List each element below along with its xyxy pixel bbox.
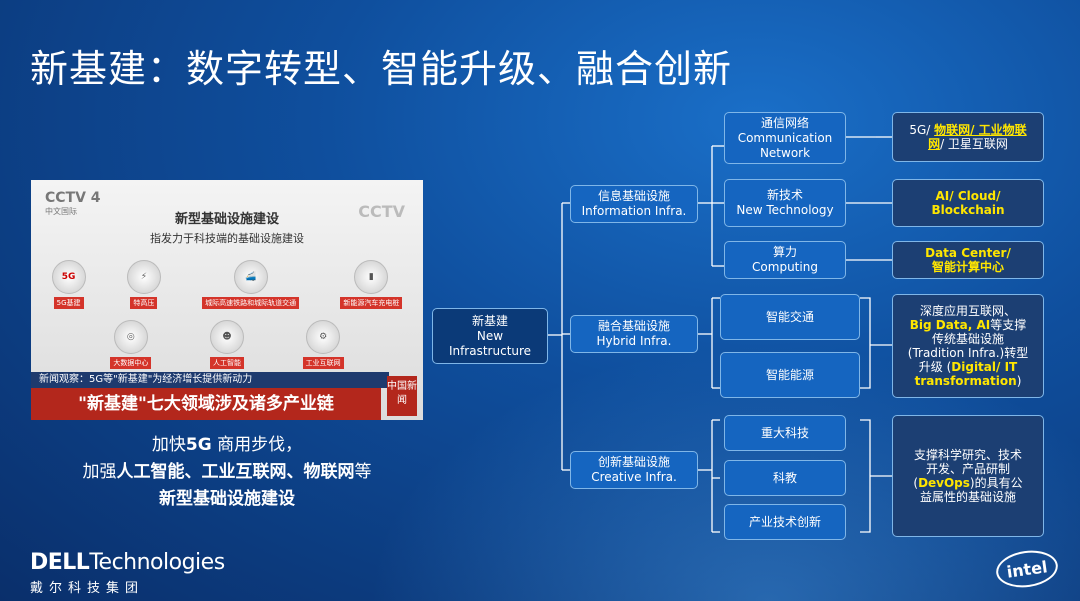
china-news-logo: 中国新闻 bbox=[387, 376, 417, 416]
news-ticker-small: 新闻观察：5G等"新基建"为经济增长提供新动力 bbox=[31, 372, 389, 388]
video-heading: 新型基础设施建设 bbox=[174, 212, 279, 227]
node-science-education: 科教 bbox=[724, 460, 846, 496]
video-caption: 加快5G 商用步伐， 加强人工智能、工业互联网、物联网等 新型基础设施建设 bbox=[82, 435, 372, 509]
node-industrial-innovation: 产业技术创新 bbox=[724, 504, 846, 540]
detail-computing: Data Center/ 智能计算中心 bbox=[892, 241, 1044, 279]
node-smart-transportation: 智能交通 bbox=[720, 294, 860, 340]
cctv-watermark: CCTV bbox=[358, 202, 405, 221]
detail-creative: 支撑科学研究、技术 开发、产品研制 (DevOps)的具有公 益属性的基础设施 bbox=[892, 415, 1044, 537]
news-ticker-large: "新基建"七大领域涉及诸多产业链 bbox=[31, 388, 381, 420]
video-subheading: 指发力于科技端的基础设施建设 bbox=[150, 232, 304, 245]
cctv-logo: CCTV 4 中文国际 bbox=[45, 190, 101, 216]
video-icon-charging: ▮新能源汽车充电桩 bbox=[340, 260, 403, 309]
news-video-frame: CCTV 4 中文国际 CCTV 新型基础设施建设 指发力于科技端的基础设施建设… bbox=[31, 180, 423, 420]
video-icon-industrial: ⚙工业互联网 bbox=[302, 320, 344, 369]
video-icon-row-2: ◎大数据中心 ☻人工智能 ⚙工业互联网 bbox=[31, 320, 423, 369]
video-icon-ai: ☻人工智能 bbox=[209, 320, 244, 369]
node-new-infrastructure: 新基建 New Infrastructure bbox=[432, 308, 548, 364]
node-major-science: 重大科技 bbox=[724, 415, 846, 451]
detail-communication: 5G/ 物联网/ 工业物联 网/ 卫星互联网 bbox=[892, 112, 1044, 162]
node-smart-energy: 智能能源 bbox=[720, 352, 860, 398]
video-icon-datacenter: ◎大数据中心 bbox=[110, 320, 152, 369]
detail-new-technology: AI/ Cloud/ Blockchain bbox=[892, 179, 1044, 227]
dell-technologies-logo: DELLTechnologies 戴尔科技集团 bbox=[30, 550, 225, 596]
slide-title: 新基建：数字转型、智能升级、融合创新 bbox=[30, 47, 733, 91]
detail-hybrid: 深度应用互联网、 Big Data, AI等支撑 传统基础设施 (Traditi… bbox=[892, 294, 1044, 398]
video-icon-rail: 🚄城际高速铁路和城际轨道交通 bbox=[202, 260, 300, 309]
video-icon-uhv: ⚡特高压 bbox=[126, 260, 161, 309]
